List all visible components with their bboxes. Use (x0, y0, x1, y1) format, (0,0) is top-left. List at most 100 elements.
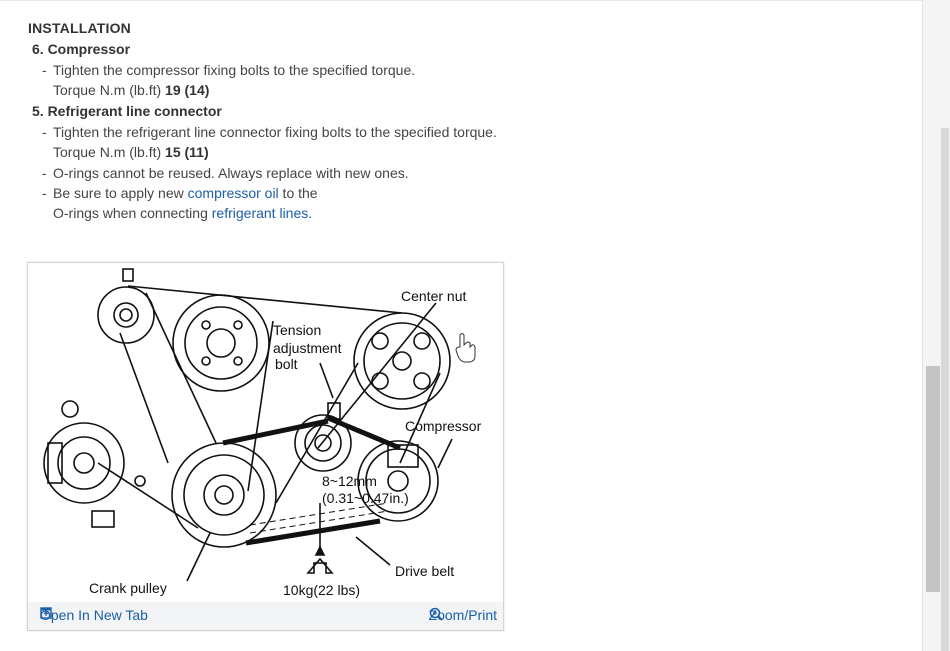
section-heading: INSTALLATION (28, 20, 131, 36)
leader-drive-belt (355, 536, 391, 566)
leader-tension-bolt (319, 362, 334, 399)
bolt-hole (233, 356, 243, 366)
refrigerant-lines-link[interactable]: refrigerant lines (211, 205, 309, 221)
instruction-text: Be sure to apply new compressor oil to t… (53, 185, 318, 201)
inner-scrollbar[interactable] (941, 128, 949, 651)
open-new-tab-link[interactable]: Open In New Tab (40, 607, 148, 623)
alternator-fins (47, 442, 63, 484)
open-new-tab-label: Open In New Tab (40, 607, 148, 623)
torque-line: Torque N.m (lb.ft) 15 (11) (53, 144, 209, 160)
instruction-text: Tighten the refrigerant line connector f… (53, 124, 497, 140)
alternator-bracket (91, 510, 115, 528)
compressor-hub (387, 470, 409, 492)
tension-belt-upper (222, 418, 329, 446)
inner-belt (145, 292, 217, 444)
leader-center-nut (317, 302, 437, 449)
tensioner-hub (314, 434, 332, 452)
crank-pulley-inner (183, 454, 265, 536)
label-tension: Tension (273, 322, 321, 338)
instruction-text: O-rings when connecting refrigerant line… (53, 205, 312, 221)
bolt-hole (233, 320, 243, 330)
tension-belt-right (327, 415, 401, 451)
alternator-mount (61, 400, 79, 418)
idler-hub (113, 302, 139, 328)
water-pump-inner (184, 306, 258, 380)
crank-pulley-hub (203, 474, 245, 516)
torque-label: Torque N.m (lb.ft) (53, 82, 162, 98)
center-belt (275, 362, 359, 504)
left-belt (119, 332, 169, 464)
tensioner-pulley (294, 414, 352, 472)
top-divider (0, 0, 922, 1)
drive-belt-lower (245, 518, 381, 546)
belt-diagram: Center nut Tension adjustment bolt Compr… (43, 268, 482, 598)
crank-pulley-bolt (214, 485, 234, 505)
bolt-hole (413, 372, 431, 390)
step-title-compressor: 6. Compressor (32, 41, 131, 57)
bolt-hole (201, 356, 211, 366)
label-deflection-mm: 8~12mm (322, 473, 377, 489)
step-title-refrigerant-connector: 5. Refrigerant line connector (32, 103, 222, 119)
text-segment: . (308, 205, 313, 221)
leader-crank-pulley (186, 532, 211, 582)
torque-line: Torque N.m (lb.ft) 19 (14) (53, 82, 209, 98)
label-crank-pulley: Crank pulley (89, 580, 167, 596)
compressor-oil-link[interactable]: compressor oil (187, 185, 279, 201)
tensioner-inner (304, 424, 342, 462)
right-belt (399, 372, 441, 464)
scrollbar-thumb[interactable] (926, 366, 940, 592)
compressor-body (387, 444, 419, 468)
zoom-in-icon (429, 607, 443, 621)
zoom-print-link[interactable]: Zoom/Print (429, 607, 497, 623)
torque-label: Torque N.m (lb.ft) (53, 144, 162, 160)
instruction-text: Tighten the compressor fixing bolts to t… (53, 62, 416, 78)
alternator-pulley (57, 436, 111, 490)
force-arrow-icon (306, 557, 334, 574)
bolt-hole (371, 372, 389, 390)
bullet-dash: - (42, 124, 47, 140)
instruction-text: O-rings cannot be reused. Always replace… (53, 165, 409, 181)
belt-diagram-figure[interactable]: Center nut Tension adjustment bolt Compr… (27, 262, 504, 631)
idler-bracket (122, 268, 134, 282)
alternator-hub (73, 452, 95, 474)
text-segment: Be sure to apply new (53, 185, 188, 201)
bolt-hole (371, 332, 389, 350)
alternator-body (43, 422, 125, 504)
open-new-tab-icon (40, 607, 52, 619)
figure-toolbar: Open In New Tab Zoom/Print (28, 602, 503, 630)
text-segment: to the (278, 185, 318, 201)
water-pump-pulley (172, 294, 270, 392)
lower-left-belt (97, 462, 199, 529)
torque-value: 15 (11) (165, 144, 209, 160)
water-pump-hub (206, 328, 236, 358)
bolt-hole (413, 332, 431, 350)
force-arrowhead (314, 545, 326, 556)
bullet-dash: - (42, 165, 47, 181)
deflection-dash (249, 510, 389, 534)
label-drive-belt: Drive belt (395, 563, 454, 579)
text-segment: O-rings when connecting (53, 205, 212, 221)
deflection-dash (249, 502, 389, 526)
compressor-inner (365, 448, 431, 514)
leader-compressor (437, 438, 453, 469)
adjust-bolt (134, 475, 146, 487)
label-adjustment: adjustment (273, 340, 342, 356)
bullet-dash: - (42, 62, 47, 78)
bullet-dash: - (42, 185, 47, 201)
idler-pulley (97, 286, 155, 344)
compressor-pulley (357, 440, 439, 522)
bolt-hole (201, 320, 211, 330)
tension-bolt (327, 402, 341, 420)
power-steering-pulley (353, 312, 451, 410)
crank-pulley (171, 442, 277, 548)
label-compressor: Compressor (405, 418, 482, 434)
idler-center (119, 308, 133, 322)
hand-pointer-icon (455, 333, 476, 363)
label-deflection-in: (0.31~0.47in.) (322, 490, 409, 506)
power-steering-hub (392, 351, 412, 371)
label-bolt: bolt (275, 356, 298, 372)
zoom-print-label: Zoom/Print (428, 607, 497, 623)
label-force: 10kg(22 lbs) (283, 582, 360, 598)
upper-belt (127, 285, 403, 314)
power-steering-inner (363, 322, 441, 400)
